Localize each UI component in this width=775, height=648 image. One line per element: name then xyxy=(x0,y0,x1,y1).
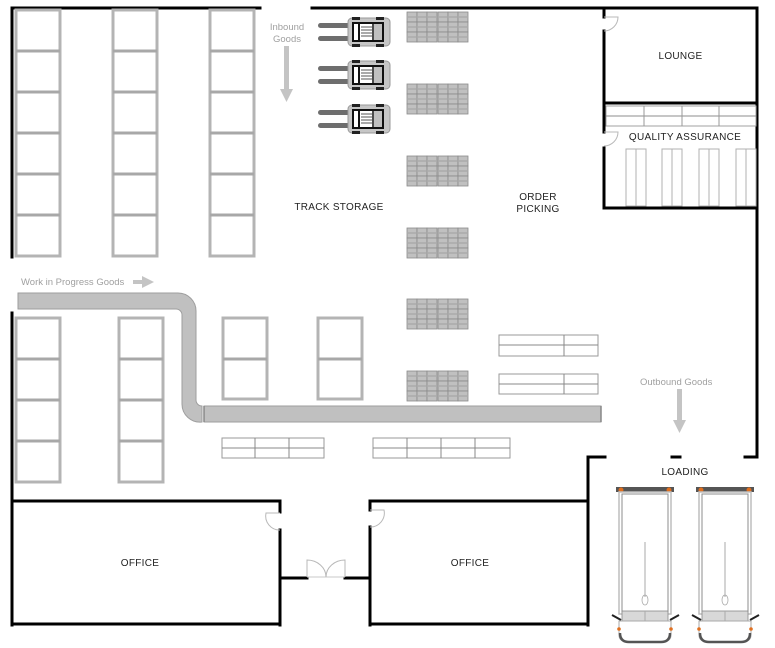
room-label-lounge: LOUNGE xyxy=(658,51,703,62)
truck-icon xyxy=(690,485,761,644)
forklift-icon xyxy=(317,103,391,135)
pallet-grids xyxy=(406,11,469,402)
qa-door-icon[interactable] xyxy=(603,131,619,147)
qa-bench xyxy=(605,105,757,127)
rack-column xyxy=(14,316,62,484)
office-right-door-icon[interactable] xyxy=(369,509,385,528)
wip-goods-label: Work in Progress Goods xyxy=(21,277,125,288)
lounge-door-icon[interactable] xyxy=(603,16,619,32)
pallet-stack-icon xyxy=(406,155,469,187)
office-left-door-icon[interactable] xyxy=(265,512,281,531)
office-walls xyxy=(10,499,590,627)
room-label-quality-assurance: QUALITY ASSURANCE xyxy=(628,132,742,143)
rack-column xyxy=(316,316,364,401)
conveyor-belt xyxy=(17,292,602,423)
area-label-track-storage: TRACK STORAGE xyxy=(294,202,384,213)
pallet-stack-icon xyxy=(406,298,469,330)
rack-column xyxy=(221,316,269,401)
room-label-office-right: OFFICE xyxy=(450,558,490,569)
main-entrance-double-door-icon[interactable] xyxy=(306,559,346,578)
inbound-goods-label: Inbound Goods xyxy=(265,22,309,46)
rack-column xyxy=(208,8,256,258)
upper-racks xyxy=(14,8,256,258)
outbound-arrow-icon xyxy=(673,389,686,433)
inbound-arrow-icon xyxy=(280,46,293,102)
pallet-stack-icon xyxy=(406,83,469,115)
picking-table xyxy=(498,373,599,395)
pallet-stack-icon xyxy=(406,227,469,259)
room-label-office-left: OFFICE xyxy=(120,558,160,569)
forklift-icon xyxy=(317,16,391,48)
rack-column xyxy=(14,8,62,258)
packing-table xyxy=(372,437,511,459)
lounge-qa-walls xyxy=(602,6,759,210)
inbound-label-line2: Goods xyxy=(273,34,301,45)
area-label-order-picking: ORDER PICKING xyxy=(508,192,568,216)
forklift-icon xyxy=(317,59,391,91)
rack-column xyxy=(111,8,159,258)
inbound-label-line1: Inbound xyxy=(269,22,305,33)
pallet-stack-icon xyxy=(406,11,469,43)
qa-workstations xyxy=(625,148,757,207)
order-picking-line2: PICKING xyxy=(516,204,560,215)
area-label-loading: LOADING xyxy=(661,467,709,478)
outbound-goods-label: Outbound Goods xyxy=(640,377,713,388)
lower-racks xyxy=(14,316,364,484)
wip-arrow-icon xyxy=(133,276,154,288)
truck-icon xyxy=(610,485,681,644)
rack-column xyxy=(117,316,165,484)
pallet-stack-icon xyxy=(406,370,469,402)
outer-walls xyxy=(10,6,759,627)
order-picking-line1: ORDER xyxy=(519,192,557,203)
packing-table xyxy=(221,437,325,459)
picking-table xyxy=(498,334,599,357)
